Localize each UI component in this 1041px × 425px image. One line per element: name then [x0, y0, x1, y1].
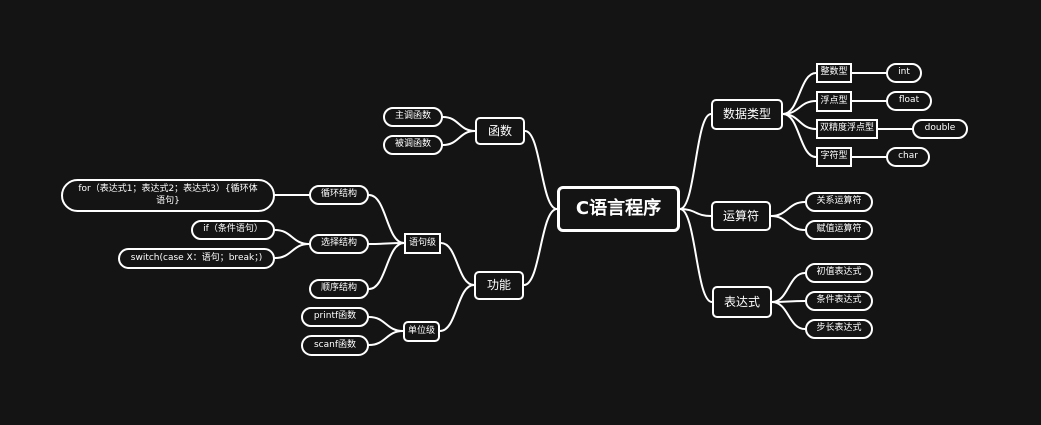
connector-line — [782, 113, 817, 158]
connector-line — [679, 113, 712, 210]
connector-line — [524, 130, 558, 210]
connector-line — [368, 330, 404, 346]
node-selection-structure[interactable]: 选择结构 — [309, 234, 369, 254]
connector-line — [368, 194, 405, 244]
node-functions[interactable]: 函数 — [475, 117, 525, 145]
node-sequence-structure[interactable]: 顺序结构 — [309, 279, 369, 299]
node-double-type[interactable]: 双精度浮点型 — [816, 119, 878, 139]
node-relational-operators[interactable]: 关系运算符 — [805, 192, 873, 212]
node-features[interactable]: 功能 — [474, 271, 524, 300]
node-printf-function[interactable]: printf函数 — [301, 307, 369, 327]
node-condition-expression[interactable]: 条件表达式 — [805, 291, 873, 311]
node-operators[interactable]: 运算符 — [711, 201, 771, 231]
connector-line — [368, 242, 405, 290]
connector-line — [442, 116, 476, 132]
leaf-switch-statement[interactable]: switch(case X：语句；break；) — [118, 248, 275, 269]
node-data-types[interactable]: 数据类型 — [711, 99, 783, 130]
connector-line — [771, 272, 806, 303]
connector-line — [679, 208, 712, 217]
connector-line — [770, 201, 806, 217]
connector-line — [439, 284, 475, 332]
leaf-double[interactable]: double — [912, 119, 968, 139]
connector-line — [274, 229, 310, 245]
connector-line — [770, 215, 806, 231]
connector-line — [771, 300, 806, 303]
leaf-char[interactable]: char — [886, 147, 930, 167]
node-scanf-function[interactable]: scanf函数 — [301, 335, 369, 356]
leaf-int[interactable]: int — [886, 63, 922, 83]
connector-line — [442, 130, 476, 146]
node-char-type[interactable]: 字符型 — [816, 147, 852, 167]
node-float-type[interactable]: 浮点型 — [816, 91, 852, 112]
leaf-if-statement[interactable]: if（条件语句） — [191, 220, 275, 240]
node-step-expression[interactable]: 步长表达式 — [805, 319, 873, 339]
leaf-for-loop[interactable]: for（表达式1；表达式2；表达式3）{循环体语句} — [61, 179, 275, 212]
connector-line — [771, 301, 806, 330]
node-expressions[interactable]: 表达式 — [712, 286, 772, 318]
node-assignment-operators[interactable]: 赋值运算符 — [805, 220, 873, 240]
node-callee-function[interactable]: 被调函数 — [383, 135, 443, 155]
node-unit-level[interactable]: 单位级 — [403, 321, 440, 342]
connector-line — [274, 243, 310, 259]
connector-line — [679, 208, 713, 303]
connector-line — [523, 208, 558, 286]
node-loop-structure[interactable]: 循环结构 — [309, 185, 369, 205]
node-statement-level[interactable]: 语句级 — [404, 233, 441, 254]
connector-line — [368, 316, 404, 332]
node-int-type[interactable]: 整数型 — [816, 63, 852, 83]
leaf-float[interactable]: float — [886, 91, 932, 111]
node-initial-expression[interactable]: 初值表达式 — [805, 263, 873, 283]
connector-line — [440, 242, 475, 286]
node-caller-function[interactable]: 主调函数 — [383, 107, 443, 127]
root-node[interactable]: C语言程序 — [557, 186, 680, 232]
